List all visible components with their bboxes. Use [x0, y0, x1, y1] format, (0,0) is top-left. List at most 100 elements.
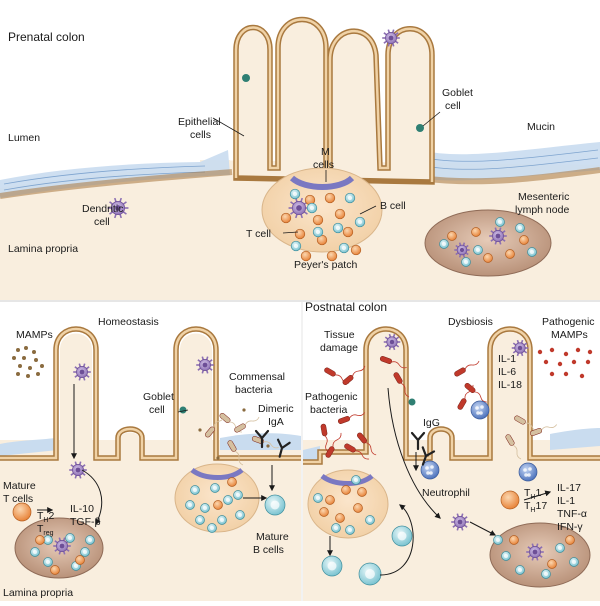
- t-cell: [565, 535, 575, 545]
- dysbiosis-cells: [313, 333, 593, 586]
- t-cell: [324, 192, 336, 204]
- commensal-bacterium: [505, 434, 522, 460]
- lumen-label: Lumen: [8, 132, 40, 144]
- mamp: [26, 374, 30, 378]
- dysbiosis-mucus: [303, 446, 320, 462]
- t-cell-label: T cell: [246, 228, 271, 240]
- pathogenic-mamp: [537, 349, 543, 355]
- pathogenic-bacterium: [325, 432, 342, 458]
- t-cell: [227, 477, 237, 487]
- igg-label: IgG: [423, 417, 440, 429]
- mature-t-label-1: Mature: [3, 480, 36, 492]
- neutrophil: [470, 400, 490, 420]
- pathogenic-mamp: [575, 347, 581, 353]
- th2-label: TH2: [37, 510, 54, 524]
- dendritic-label-2: cell: [94, 216, 110, 228]
- prenatal-title: Prenatal colon: [8, 30, 85, 44]
- t-cell: [447, 231, 457, 241]
- b-cell: [493, 535, 503, 545]
- dendritic-cell: [73, 363, 91, 381]
- b-cell: [30, 547, 40, 557]
- dendritic-cell: [69, 461, 87, 479]
- b-cell: [290, 240, 302, 252]
- t-cell: [483, 253, 493, 263]
- b-cell: [235, 510, 245, 520]
- ifng-label: IFN-γ: [557, 521, 583, 533]
- mamp: [34, 358, 38, 362]
- commensal-label-2: bacteria: [235, 384, 273, 396]
- b-cell: [354, 216, 366, 228]
- mamp: [18, 364, 22, 368]
- b-cell: [223, 495, 233, 505]
- dendritic-cell: [53, 537, 71, 555]
- t-cell: [75, 555, 85, 565]
- pathogenic-bacterium: [342, 365, 366, 385]
- dendritic-cell: [454, 242, 470, 258]
- pathogenic-bacteria-label-2: bacteria: [310, 404, 348, 416]
- antibody: [276, 438, 291, 458]
- mamp: [242, 408, 246, 412]
- dendritic-cell: [526, 543, 544, 561]
- t-cell: [334, 208, 346, 220]
- homeostasis-cells: [12, 346, 291, 575]
- pathogenic-mamp: [563, 371, 569, 377]
- t-cell: [500, 490, 520, 510]
- pathogenic-mamp: [563, 351, 569, 357]
- t-cell: [319, 507, 329, 517]
- homeostasis-panel: Homeostasis MAMPs Goblet cell Commensal …: [0, 316, 301, 601]
- b-cell: [338, 242, 350, 254]
- b-cell: [210, 483, 220, 493]
- t-cell: [350, 244, 362, 256]
- b-cell: [306, 202, 318, 214]
- homeostasis-mucus: [0, 438, 58, 456]
- t-cell: [353, 503, 363, 513]
- commensal-bacterium: [529, 424, 558, 436]
- b-cell: [439, 239, 449, 249]
- t-cell: [325, 495, 335, 505]
- mamp: [36, 372, 40, 376]
- tnfa-label: TNF-α: [557, 508, 587, 520]
- il1-label: IL-1: [498, 353, 516, 365]
- antibody: [254, 429, 270, 449]
- antibody: [421, 446, 436, 466]
- dendritic-cell: [107, 197, 129, 219]
- goblet-cell: [179, 406, 187, 414]
- homeostasis-title: Homeostasis: [98, 316, 159, 328]
- b-cell: [495, 217, 505, 227]
- mamp: [40, 364, 44, 368]
- mature-t-label-2: T cells: [3, 493, 33, 505]
- b-cell: [195, 515, 205, 525]
- t-cell: [35, 535, 45, 545]
- dysbiosis-title: Dysbiosis: [448, 316, 493, 328]
- homeo-goblet-label-1: Goblet: [143, 391, 174, 403]
- b-cell: [200, 503, 210, 513]
- m-cells-label-2: cells: [313, 159, 334, 171]
- pathogenic-bacterium: [379, 356, 407, 369]
- pathogenic-bacteria-label-1: Pathogenic: [305, 391, 358, 403]
- commensal-bacterium: [234, 416, 260, 433]
- neutrophil: [420, 460, 440, 480]
- mamp: [12, 356, 16, 360]
- t-cell: [357, 487, 367, 497]
- prenatal-immune-cells: [107, 29, 537, 267]
- dendritic-cell: [383, 333, 401, 351]
- b-cell: [85, 535, 95, 545]
- mamp: [24, 346, 28, 350]
- dysbiosis-panel: Postnatal colon Dysbiosis Tissue damage …: [303, 300, 600, 601]
- t-cell: [335, 513, 345, 523]
- b-cell: [185, 500, 195, 510]
- b-cell: [501, 551, 511, 561]
- pathogenic-mamp: [587, 349, 593, 355]
- dendritic-cell: [511, 339, 529, 357]
- antibody: [410, 431, 426, 451]
- b-cell: [473, 245, 483, 255]
- pathogenic-bacterium: [464, 383, 487, 403]
- dendritic-cell: [489, 227, 507, 245]
- b-cell: [312, 226, 324, 238]
- pathogenic-mamp: [549, 347, 555, 353]
- neutrophil-label: Neutrophil: [422, 487, 470, 499]
- mature-b-label-2: B cells: [253, 544, 284, 556]
- goblet-cell: [242, 74, 250, 82]
- b-cell: [190, 485, 200, 495]
- il1b-label: IL-1: [557, 495, 575, 507]
